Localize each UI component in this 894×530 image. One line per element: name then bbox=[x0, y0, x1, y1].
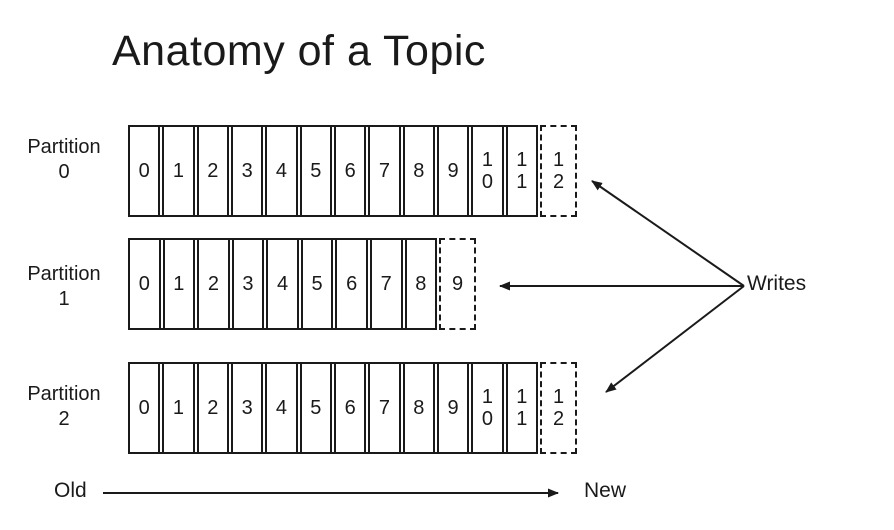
offset-label: 8 bbox=[415, 273, 427, 295]
offset-label: 2 bbox=[207, 397, 219, 419]
offset-label: 4 bbox=[275, 397, 288, 419]
log-cell: 5 bbox=[300, 240, 334, 328]
log-cell: 0 bbox=[130, 240, 161, 328]
partition-2-log: 0 1 2 3 4 5 6 7 8 9 10 11 bbox=[128, 362, 538, 454]
log-cell: 4 bbox=[266, 240, 299, 328]
offset-label: 4 bbox=[275, 160, 288, 182]
offset-label: 7 bbox=[378, 397, 391, 419]
log-cell: 11 bbox=[505, 127, 536, 215]
writes-label: Writes bbox=[747, 272, 807, 295]
offset-label: 5 bbox=[310, 160, 322, 182]
offset-label: 9 bbox=[451, 273, 464, 295]
log-cell: 8 bbox=[402, 127, 435, 215]
partition-1-log: 0 1 2 3 4 5 6 7 8 bbox=[128, 238, 437, 330]
offset-label: 3 bbox=[241, 160, 253, 182]
partition-0-label-name: Partition bbox=[27, 136, 101, 158]
partition-2-row: 0 1 2 3 4 5 6 7 8 9 10 11 12 bbox=[128, 362, 577, 454]
offset-label: 10 bbox=[481, 386, 493, 430]
offset-label: 12 bbox=[552, 386, 565, 430]
partition-0-next-write-cell: 12 bbox=[540, 125, 577, 217]
log-cell: 2 bbox=[196, 127, 229, 215]
log-cell: 0 bbox=[130, 127, 161, 215]
log-cell: 1 bbox=[162, 364, 195, 452]
offset-label: 6 bbox=[346, 273, 358, 295]
offset-label: 4 bbox=[276, 273, 289, 295]
offset-label: 11 bbox=[516, 386, 528, 430]
writes-arrow-partition-2-icon bbox=[605, 285, 745, 393]
log-cell: 10 bbox=[471, 127, 504, 215]
writes-arrow-partition-0-icon bbox=[591, 180, 745, 287]
partition-2-label: Partition 2 bbox=[8, 382, 120, 432]
offset-label: 5 bbox=[311, 273, 323, 295]
log-cell: 3 bbox=[230, 127, 264, 215]
log-cell: 11 bbox=[505, 364, 536, 452]
partition-1-label-number: 1 bbox=[58, 288, 70, 310]
offset-label: 3 bbox=[241, 397, 253, 419]
log-cell: 3 bbox=[230, 364, 264, 452]
offset-label: 9 bbox=[447, 160, 459, 182]
partition-0-label-number: 0 bbox=[58, 161, 70, 183]
offset-label: 12 bbox=[552, 149, 565, 193]
log-cell: 7 bbox=[368, 364, 401, 452]
partition-2-next-write-cell: 12 bbox=[540, 362, 577, 454]
offset-label: 11 bbox=[516, 149, 528, 193]
offset-label: 7 bbox=[378, 160, 391, 182]
partition-0-log: 0 1 2 3 4 5 6 7 8 9 10 11 bbox=[128, 125, 538, 217]
log-cell: 6 bbox=[333, 364, 367, 452]
log-cell: 8 bbox=[404, 240, 436, 328]
log-cell: 6 bbox=[335, 240, 368, 328]
log-cell: 2 bbox=[197, 240, 230, 328]
offset-label: 1 bbox=[173, 273, 185, 295]
offset-label: 0 bbox=[138, 273, 150, 295]
log-cell: 7 bbox=[368, 127, 401, 215]
partition-1-next-write-cell: 9 bbox=[439, 238, 476, 330]
log-cell: 8 bbox=[402, 364, 435, 452]
partition-0-label: Partition 0 bbox=[8, 135, 120, 185]
log-cell: 1 bbox=[162, 127, 195, 215]
partition-2-label-number: 2 bbox=[58, 408, 70, 430]
log-cell: 4 bbox=[265, 364, 298, 452]
partition-1-label: Partition 1 bbox=[8, 262, 120, 312]
diagram-title: Anatomy of a Topic bbox=[112, 27, 486, 75]
offset-label: 0 bbox=[138, 397, 150, 419]
offset-label: 8 bbox=[413, 397, 425, 419]
partition-1-label-name: Partition bbox=[27, 263, 101, 285]
offset-label: 9 bbox=[447, 397, 459, 419]
partition-0-row: 0 1 2 3 4 5 6 7 8 9 10 11 12 bbox=[128, 125, 577, 217]
log-cell: 9 bbox=[436, 364, 470, 452]
offset-label: 8 bbox=[413, 160, 425, 182]
offset-label: 0 bbox=[138, 160, 150, 182]
log-cell: 0 bbox=[130, 364, 161, 452]
offset-label: 10 bbox=[481, 149, 493, 193]
offset-label: 6 bbox=[344, 160, 356, 182]
log-cell: 3 bbox=[231, 240, 265, 328]
log-cell: 5 bbox=[299, 127, 332, 215]
offset-label: 1 bbox=[172, 160, 185, 182]
partition-2-label-name: Partition bbox=[27, 383, 101, 405]
old-label: Old bbox=[54, 479, 87, 502]
log-cell: 7 bbox=[369, 240, 403, 328]
new-label: New bbox=[584, 479, 627, 502]
log-cell: 4 bbox=[265, 127, 298, 215]
log-cell: 2 bbox=[196, 364, 229, 452]
offset-label: 5 bbox=[310, 397, 322, 419]
log-cell: 1 bbox=[162, 240, 196, 328]
log-cell: 9 bbox=[436, 127, 470, 215]
offset-label: 3 bbox=[242, 273, 254, 295]
partition-1-row: 0 1 2 3 4 5 6 7 8 9 bbox=[128, 238, 476, 330]
offset-label: 2 bbox=[207, 273, 219, 295]
log-cell: 5 bbox=[299, 364, 332, 452]
log-cell: 10 bbox=[471, 364, 504, 452]
offset-label: 1 bbox=[172, 397, 185, 419]
offset-label: 7 bbox=[380, 273, 392, 295]
offset-label: 2 bbox=[207, 160, 219, 182]
log-cell: 6 bbox=[333, 127, 367, 215]
offset-label: 6 bbox=[344, 397, 356, 419]
